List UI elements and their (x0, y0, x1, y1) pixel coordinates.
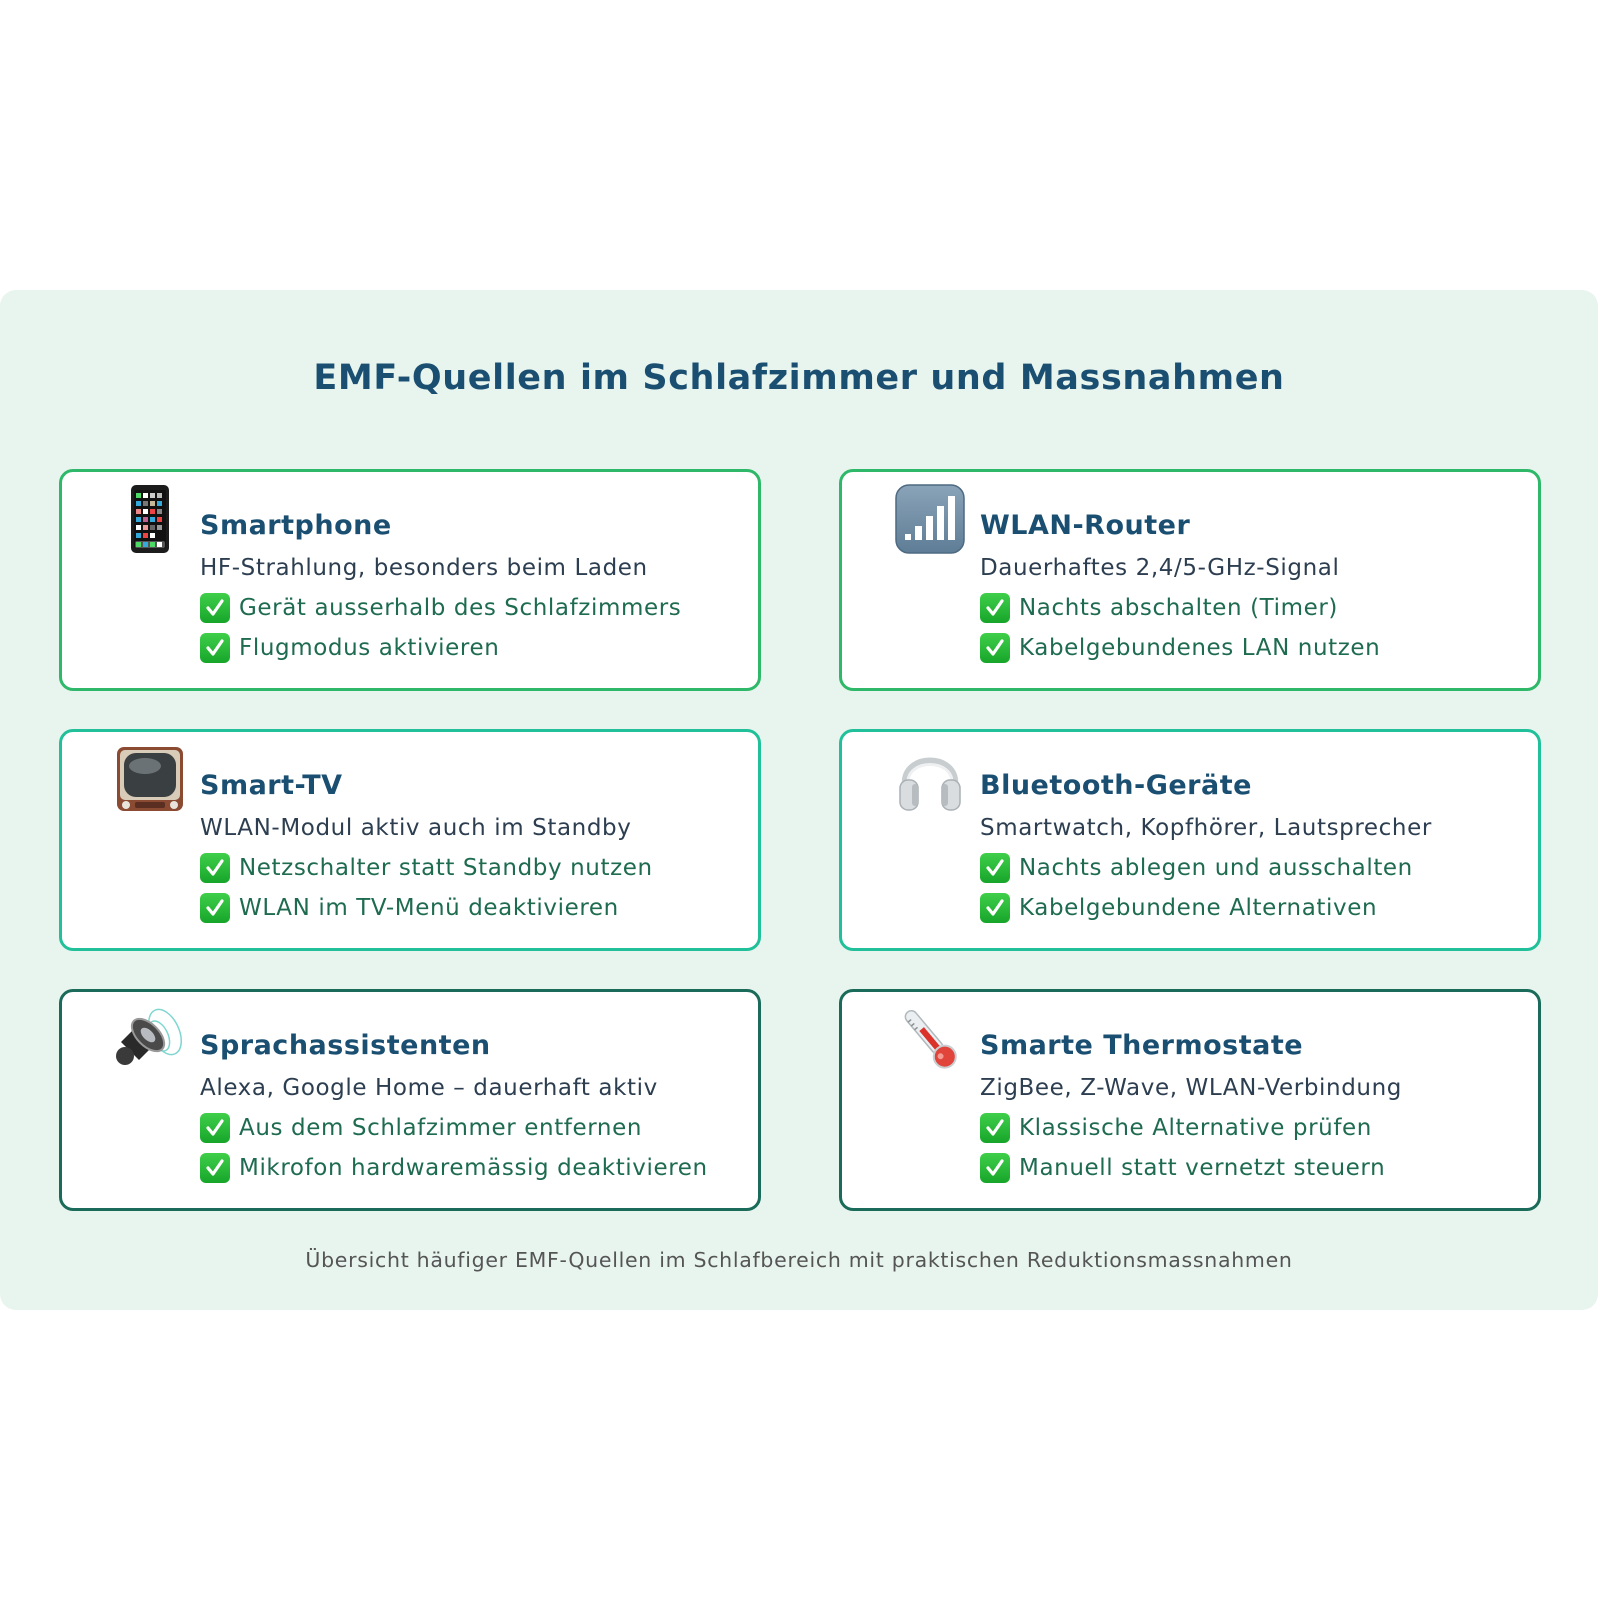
smartphone-icon (115, 484, 185, 554)
card-wlan-router: WLAN-Router Dauerhaftes 2,4/5-GHz-Signal… (839, 469, 1541, 691)
measure-text: WLAN im TV-Menü deaktivieren (239, 895, 619, 921)
card-title: WLAN-Router (980, 510, 1191, 541)
measure-text: Kabelgebundenes LAN nutzen (1019, 635, 1381, 661)
check-mark-icon (200, 1153, 230, 1183)
card-body: Bluetooth-Geräte Smartwatch, Kopfhörer, … (980, 768, 1528, 928)
measure-text: Mikrofon hardwaremässig deaktivieren (239, 1155, 708, 1181)
measure-item: Klassische Alternative prüfen (980, 1108, 1528, 1148)
card-title: Smarte Thermostate (980, 1030, 1304, 1061)
measure-item: WLAN im TV-Menü deaktivieren (200, 888, 748, 928)
card-smartphone: Smartphone HF-Strahlung, besonders beim … (59, 469, 761, 691)
measure-item: Mikrofon hardwaremässig deaktivieren (200, 1148, 748, 1188)
card-smart-tv: Smart-TV WLAN-Modul aktiv auch im Standb… (59, 729, 761, 951)
page-title: EMF-Quellen im Schlafzimmer und Massnahm… (313, 358, 1285, 398)
measure-item: Netzschalter statt Standby nutzen (200, 848, 748, 888)
card-body: Smart-TV WLAN-Modul aktiv auch im Standb… (200, 768, 748, 928)
signal-bars-icon (895, 484, 965, 554)
measure-item: Aus dem Schlafzimmer entfernen (200, 1108, 748, 1148)
measure-text: Nachts abschalten (Timer) (1019, 595, 1338, 621)
card-title: Sprachassistenten (200, 1030, 491, 1061)
headphones-icon (895, 744, 965, 814)
card-title: Smart-TV (200, 770, 343, 801)
card-body: Sprachassistenten Alexa, Google Home – d… (200, 1028, 748, 1188)
measure-text: Klassische Alternative prüfen (1019, 1115, 1372, 1141)
check-mark-icon (980, 593, 1010, 623)
check-mark-icon (980, 1113, 1010, 1143)
measure-item: Kabelgebundene Alternativen (980, 888, 1528, 928)
thermometer-icon (895, 1004, 965, 1074)
card-body: Smartphone HF-Strahlung, besonders beim … (200, 508, 748, 668)
speaker-icon (115, 1004, 185, 1074)
card-bluetooth-devices: Bluetooth-Geräte Smartwatch, Kopfhörer, … (839, 729, 1541, 951)
card-description: HF-Strahlung, besonders beim Laden (200, 555, 648, 581)
check-mark-icon (200, 1113, 230, 1143)
measure-item: Manuell statt vernetzt steuern (980, 1148, 1528, 1188)
card-title: Bluetooth-Geräte (980, 770, 1252, 801)
measure-text: Aus dem Schlafzimmer entfernen (239, 1115, 643, 1141)
measure-text: Gerät ausserhalb des Schlafzimmers (239, 595, 682, 621)
television-icon (115, 744, 185, 814)
card-body: WLAN-Router Dauerhaftes 2,4/5-GHz-Signal… (980, 508, 1528, 668)
measure-item: Nachts abschalten (Timer) (980, 588, 1528, 628)
check-mark-icon (200, 633, 230, 663)
card-title: Smartphone (200, 510, 392, 541)
measure-text: Nachts ablegen und ausschalten (1019, 855, 1413, 881)
card-voice-assistants: Sprachassistenten Alexa, Google Home – d… (59, 989, 761, 1211)
card-description: ZigBee, Z-Wave, WLAN-Verbindung (980, 1075, 1402, 1101)
infographic-panel: EMF-Quellen im Schlafzimmer und Massnahm… (0, 290, 1598, 1310)
card-body: Smarte Thermostate ZigBee, Z-Wave, WLAN-… (980, 1028, 1528, 1188)
measure-item: Nachts ablegen und ausschalten (980, 848, 1528, 888)
measure-item: Flugmodus aktivieren (200, 628, 748, 668)
card-smart-thermostats: Smarte Thermostate ZigBee, Z-Wave, WLAN-… (839, 989, 1541, 1211)
measure-text: Netzschalter statt Standby nutzen (239, 855, 653, 881)
measure-text: Manuell statt vernetzt steuern (1019, 1155, 1386, 1181)
measure-item: Kabelgebundenes LAN nutzen (980, 628, 1528, 668)
card-description: Smartwatch, Kopfhörer, Lautsprecher (980, 815, 1432, 841)
check-mark-icon (200, 853, 230, 883)
figure-caption: Übersicht häufiger EMF-Quellen im Schlaf… (305, 1248, 1293, 1272)
check-mark-icon (200, 593, 230, 623)
card-description: Alexa, Google Home – dauerhaft aktiv (200, 1075, 658, 1101)
check-mark-icon (980, 633, 1010, 663)
check-mark-icon (980, 893, 1010, 923)
measure-item: Gerät ausserhalb des Schlafzimmers (200, 588, 748, 628)
check-mark-icon (980, 1153, 1010, 1183)
measure-text: Kabelgebundene Alternativen (1019, 895, 1378, 921)
card-description: WLAN-Modul aktiv auch im Standby (200, 815, 632, 841)
measure-text: Flugmodus aktivieren (239, 635, 500, 661)
check-mark-icon (980, 853, 1010, 883)
check-mark-icon (200, 893, 230, 923)
card-description: Dauerhaftes 2,4/5-GHz-Signal (980, 555, 1340, 581)
